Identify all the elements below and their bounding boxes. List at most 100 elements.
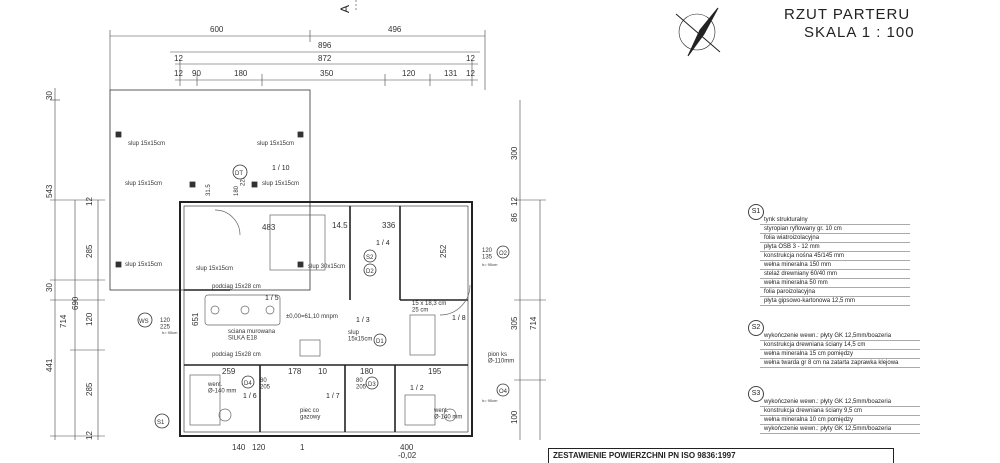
note-h-3: h= 90cm bbox=[162, 330, 178, 335]
note-went-a: went.Ø-140 mm bbox=[207, 382, 236, 395]
room-label-1-8: 1 / 8 bbox=[452, 315, 466, 322]
room-label-1-5: 1 / 5 bbox=[265, 295, 279, 302]
spec-block-s2: S2 wykończenie wewn.: płyty GK 12,5mm/bo… bbox=[748, 320, 920, 368]
room-label-1-10: 1 / 10 bbox=[272, 165, 290, 172]
dim-left-285b: 285 bbox=[85, 382, 94, 396]
spec-s1-row: płyta gipsowo-kartonowa 12,5 mm bbox=[760, 297, 910, 306]
dim-top-120: 120 bbox=[402, 69, 416, 78]
spec-s1-badge: S1 bbox=[748, 204, 764, 220]
plan-title: RZUT PARTERU bbox=[784, 6, 911, 23]
plan-scale: SKALA 1 : 100 bbox=[804, 24, 915, 41]
dim-left-690: 690 bbox=[71, 296, 80, 310]
dim-left-30b: 30 bbox=[45, 283, 54, 292]
dim-14-5: 14.5 bbox=[332, 221, 348, 230]
dim-top-180: 180 bbox=[234, 69, 248, 78]
dim-top-896: 896 bbox=[318, 41, 332, 50]
spec-s1-row: konstrukcja nośna 45/145 mm bbox=[760, 252, 910, 261]
dim-1: 1 bbox=[300, 443, 305, 452]
note-podciag-2: podciag 15x28 cm bbox=[212, 352, 261, 358]
spec-s2-row: wełna mineralna 15 cm pomiędzy bbox=[760, 350, 920, 359]
dim-left-30a: 30 bbox=[45, 91, 54, 100]
dim-right-86: 86 bbox=[510, 213, 519, 222]
dim-31-5: 31.5 bbox=[206, 184, 212, 196]
spec-s2-row: wełna twarda gr 8 cm na zatarta zaprawka… bbox=[760, 359, 920, 368]
spec-s3-badge: S3 bbox=[748, 386, 764, 402]
dim-180: 180 bbox=[360, 367, 374, 376]
note-h-2: h= 90cm bbox=[482, 398, 498, 403]
interior-walls bbox=[184, 206, 468, 432]
dim-top-350: 350 bbox=[320, 69, 334, 78]
spec-s1-row: wełna mineralna 150 mm bbox=[760, 261, 910, 270]
note-podciag-1: podciag 15x28 cm bbox=[212, 284, 261, 290]
dim-left-12b: 12 bbox=[85, 431, 94, 440]
dim-right-305: 305 bbox=[510, 316, 519, 330]
dim-120: 120 bbox=[252, 443, 266, 452]
section-marker-a: A bbox=[338, 5, 352, 13]
dim-178: 178 bbox=[288, 367, 302, 376]
right-dimension-lines bbox=[514, 100, 546, 440]
dim-top-12c: 12 bbox=[174, 69, 183, 78]
furniture bbox=[189, 209, 471, 426]
room-label-1-2: 1 / 2 bbox=[410, 385, 424, 392]
dim-180-225: 180225 bbox=[234, 175, 247, 196]
marker-o4: O4 bbox=[499, 389, 508, 395]
dim-651: 651 bbox=[191, 312, 200, 326]
note-h-1: h= 90cm bbox=[482, 262, 498, 267]
dim-top-12b: 12 bbox=[466, 54, 475, 63]
spec-s2-row: konstrukcja drewniana ściany 14,5 cm bbox=[760, 341, 920, 350]
spec-s1-row: folia wiatroizolacyjna bbox=[760, 234, 910, 243]
spec-s2-badge: S2 bbox=[748, 320, 764, 336]
area-table-title: ZESTAWIENIE POWIERZCHNI PN ISO 9836:1997 bbox=[548, 448, 894, 463]
spec-s1-row: płyta OSB 3 - 12 mm bbox=[760, 243, 910, 252]
note-slup-3: slup 15x15cm bbox=[125, 181, 162, 187]
dim-top-131: 131 bbox=[444, 69, 458, 78]
marker-d2: D2 bbox=[366, 269, 374, 275]
spec-block-s3: S3 wykończenie wewn.: płyty GK 12,5mm/bo… bbox=[748, 386, 920, 434]
room-label-1-3: 1 / 3 bbox=[356, 317, 370, 324]
dim-483: 483 bbox=[262, 223, 276, 232]
marker-circles bbox=[137, 164, 510, 429]
dim-top-12d: 12 bbox=[466, 69, 475, 78]
dim-left-12a: 12 bbox=[85, 197, 94, 206]
dim-right-100: 100 bbox=[510, 410, 519, 424]
dim-right-714: 714 bbox=[529, 316, 538, 330]
dim-right-300: 300 bbox=[510, 146, 519, 160]
dim-top-12a: 12 bbox=[174, 54, 183, 63]
top-dimension-lines bbox=[109, 30, 486, 90]
room-label-1-6: 1 / 6 bbox=[243, 393, 257, 400]
dim-0-02: -0,02 bbox=[398, 451, 417, 460]
marker-dt: DT bbox=[235, 171, 243, 177]
room-label-1-4: 1 / 4 bbox=[376, 240, 390, 247]
spec-s3-row: wykończenie wewn.: płyty GK 12,5mm/boaze… bbox=[760, 425, 920, 434]
dim-left-120: 120 bbox=[85, 312, 94, 326]
marker-s1: S1 bbox=[157, 420, 165, 426]
dim-252: 252 bbox=[439, 244, 448, 258]
dim-336: 336 bbox=[382, 221, 396, 230]
house-walls bbox=[179, 201, 473, 437]
dim-left-543: 543 bbox=[45, 184, 54, 198]
dim-top-600: 600 bbox=[210, 25, 224, 34]
spec-s1-row: folia paroizolacyjna bbox=[760, 288, 910, 297]
spec-s3-row: wykończenie wewn.: płyty GK 12,5mm/boaze… bbox=[760, 398, 920, 407]
note-slup-6: slup 15x15cm bbox=[196, 266, 233, 272]
dim-140: 140 bbox=[232, 443, 246, 452]
spec-s2-row: wykończenie wewn.: płyty GK 12,5mm/boaze… bbox=[760, 332, 920, 341]
room-label-1-7: 1 / 7 bbox=[326, 393, 340, 400]
dim-10: 10 bbox=[318, 367, 327, 376]
marker-d4: D4 bbox=[244, 381, 252, 387]
dim-259: 259 bbox=[222, 367, 236, 376]
marker-d3: D3 bbox=[368, 382, 376, 388]
north-arrow-icon bbox=[675, 7, 721, 57]
dim-top-872: 872 bbox=[318, 54, 332, 63]
dim-top-90: 90 bbox=[192, 69, 201, 78]
dim-top-496: 496 bbox=[388, 25, 402, 34]
spec-block-s1: S1 tynk strukturalny styropian ryflowany… bbox=[748, 204, 910, 306]
